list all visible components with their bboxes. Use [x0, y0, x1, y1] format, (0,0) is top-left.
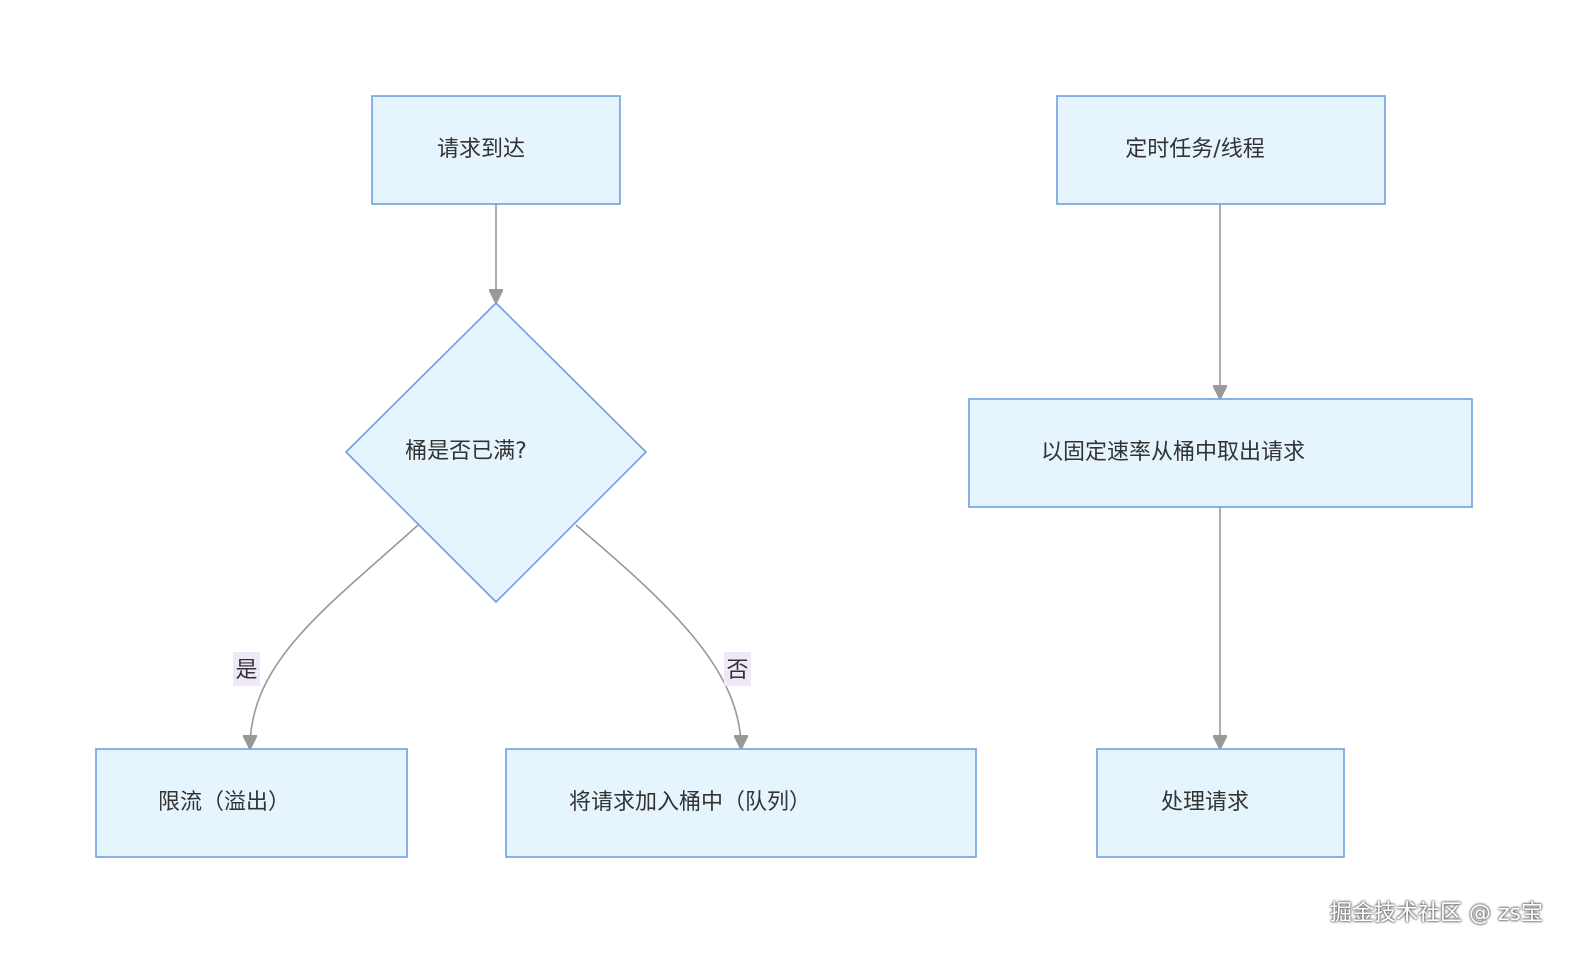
node-process-request: 处理请求: [1096, 748, 1345, 858]
node-add-to-bucket-label: 将请求加入桶中（队列）: [569, 790, 811, 815]
edge-label-yes-text: 是: [235, 658, 257, 683]
node-timer-task: 定时任务/线程: [1056, 95, 1386, 205]
node-bucket-full-decision: 桶是否已满?: [344, 301, 648, 604]
edge-label-no-text: 否: [726, 658, 748, 683]
node-take-from-bucket-label: 以固定速率从桶中取出请求: [1041, 440, 1305, 465]
node-request-arrives-label: 请求到达: [437, 137, 525, 162]
node-request-arrives: 请求到达: [371, 95, 621, 205]
node-rate-limit: 限流（溢出）: [95, 748, 408, 858]
edge-label-yes: 是: [233, 652, 260, 686]
node-process-request-label: 处理请求: [1161, 790, 1249, 815]
watermark: 掘金技术社区 @ zs宝: [1330, 901, 1543, 926]
node-add-to-bucket: 将请求加入桶中（队列）: [505, 748, 977, 858]
edge-decision-to-add-bucket: [575, 524, 741, 748]
edge-decision-to-rate-limit: [250, 524, 419, 748]
node-take-from-bucket: 以固定速率从桶中取出请求: [968, 398, 1473, 508]
edges: [250, 204, 1220, 748]
node-timer-task-label: 定时任务/线程: [1125, 137, 1264, 162]
node-bucket-full-label: 桶是否已满?: [405, 439, 527, 464]
edge-label-no: 否: [724, 652, 751, 686]
node-rate-limit-label: 限流（溢出）: [158, 790, 290, 815]
